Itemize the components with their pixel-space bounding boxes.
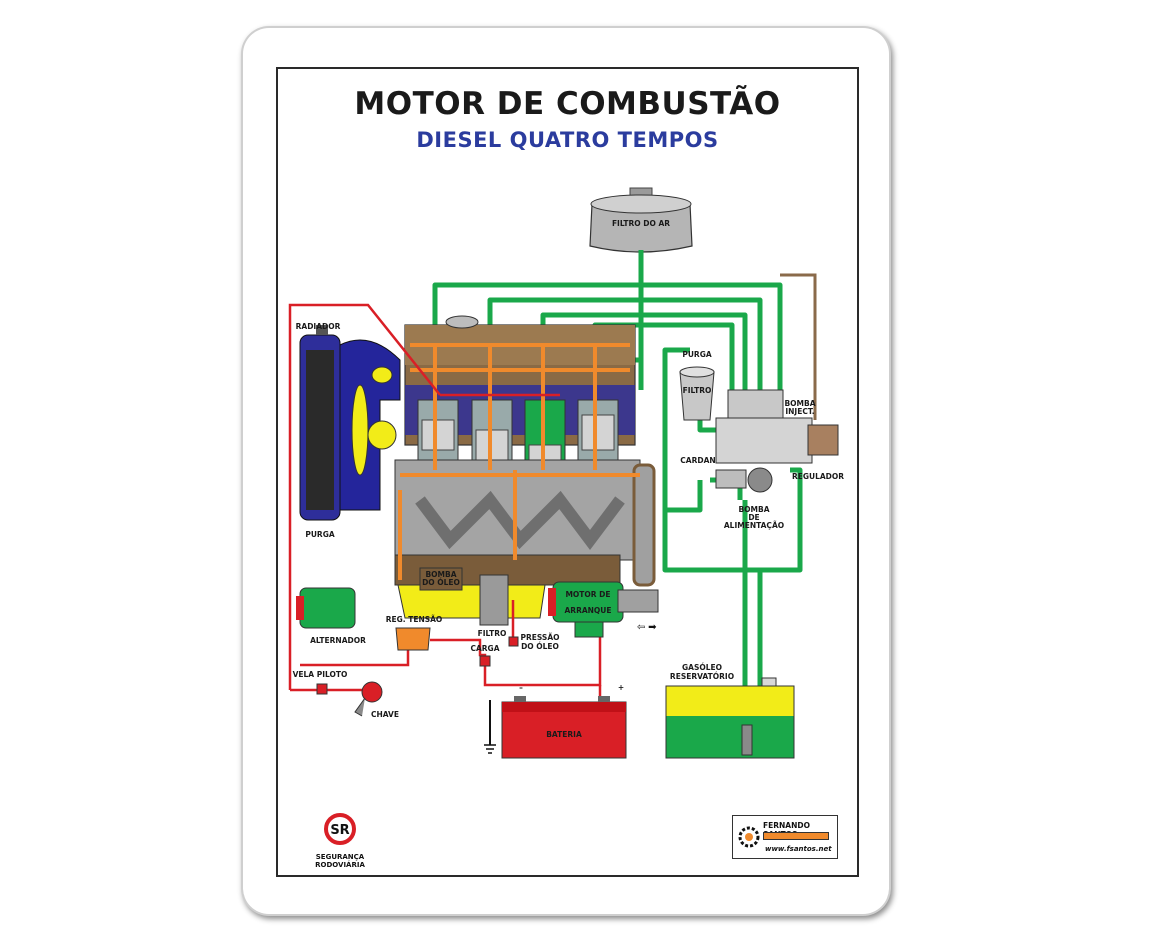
oil-pump-label-2: DO ÓLEO <box>422 578 460 587</box>
ignition-key-label: CHAVE <box>371 710 399 719</box>
oil-pressure-label-1: PRESSÃO <box>520 633 559 642</box>
feed-pump-label-2: DE <box>748 513 759 522</box>
page-title: MOTOR DE COMBUSTÃO <box>354 86 781 122</box>
voltage-regulator-label: REG. TENSÃO <box>386 615 443 624</box>
left-brand-text: SEGURANÇA RODOVIÁRIA <box>315 853 365 869</box>
oil-pump-label-1: BOMBA <box>425 570 456 579</box>
injection-pump-label-1: BOMBA <box>784 399 815 408</box>
fuel-filter-label: FILTRO <box>683 386 712 395</box>
starter-label-1: MOTOR DE <box>565 590 610 599</box>
right-brand-url: www.fsantos.net <box>765 845 832 853</box>
fuel-purge-label: PURGA <box>682 350 712 359</box>
brand-logo-right: FERNANDO SANTOS www.fsantos.net <box>732 815 838 859</box>
air-filter: FILTRO DO AR <box>589 187 693 253</box>
injection-pump: BOMBA INJECT. CARDAN REGULADOR BOMBA DE … <box>680 389 844 530</box>
feed-pump-label-1: BOMBA <box>738 505 769 514</box>
return-line <box>780 273 817 420</box>
air-filter-label: FILTRO DO AR <box>612 219 670 228</box>
fuel-tank-label-2: RESERVATÓRIO <box>670 672 734 681</box>
radiator-purge-label: PURGA <box>305 530 335 539</box>
governor-label: REGULADOR <box>792 472 844 481</box>
piston-1 <box>417 399 459 461</box>
charge-lamp <box>479 655 491 667</box>
charge-label: CARGA <box>470 644 499 653</box>
radiator-label: RADIADOR <box>296 322 341 331</box>
battery-minus: – <box>519 683 523 692</box>
gear-icon <box>738 826 760 848</box>
ground-symbol <box>484 744 496 754</box>
oil-pressure-sensor <box>508 636 519 647</box>
injection-pump-label-2: INJECT. <box>785 407 814 416</box>
brand-stripe <box>763 832 829 840</box>
valve-train <box>398 343 640 580</box>
fuel-tank-label-1: GASÓLEO <box>682 663 722 672</box>
ignition-key: CHAVE <box>354 681 399 719</box>
direction-arrows-icon: ⇦ ➡ <box>637 622 657 633</box>
battery-plus: + <box>618 683 624 692</box>
radiator: RADIADOR PURGA <box>296 322 401 539</box>
svg-text:SR: SR <box>330 823 349 838</box>
alternator: ALTERNADOR <box>296 587 366 645</box>
starter-label-2: ARRANQUE <box>564 606 611 615</box>
piston-4 <box>577 399 619 461</box>
glow-plug-lamp <box>316 683 328 695</box>
starter-motor: MOTOR DE ARRANQUE ⇦ ➡ <box>548 581 659 638</box>
voltage-regulator: REG. TENSÃO <box>386 615 443 651</box>
brand-logo-left: SR SEGURANÇA RODOVIÁRIA <box>300 812 380 872</box>
alternator-label: ALTERNADOR <box>310 636 366 645</box>
glow-plug-label: VELA PILOTO <box>293 670 348 679</box>
oil-filter-label: FILTRO <box>478 629 507 638</box>
battery-label: BATERIA <box>546 730 582 739</box>
page-subtitle: DIESEL QUATRO TEMPOS <box>416 128 719 152</box>
battery: – + BATERIA <box>501 683 627 759</box>
oil-pressure-label-2: DO ÓLEO <box>521 642 559 651</box>
sr-logo-icon: SR <box>324 813 356 845</box>
cardan-label: CARDAN <box>680 456 715 465</box>
fuel-tank: GASÓLEO RESERVATÓRIO <box>665 663 795 759</box>
feed-pump-label-3: ALIMENTAÇÃO <box>724 521 784 530</box>
fuel-filter: PURGA FILTRO <box>679 350 715 421</box>
electrical-wiring <box>288 303 602 700</box>
